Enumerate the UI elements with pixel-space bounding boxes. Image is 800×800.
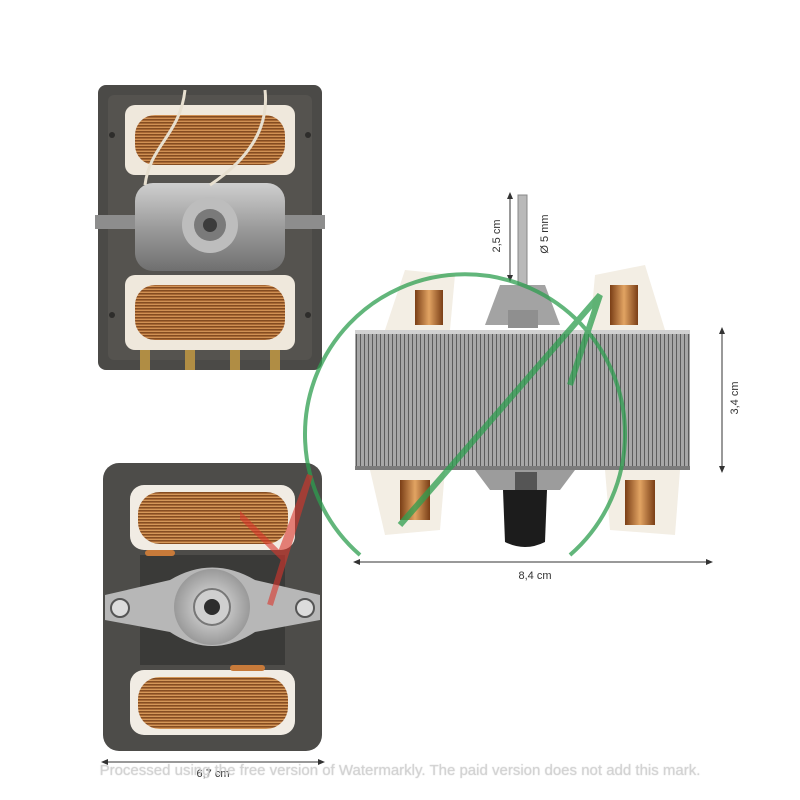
dimension-line-width [101,759,325,765]
width-label: 6,7 cm [196,768,230,780]
motor-front-view [103,463,322,751]
dimension-line-length [353,559,713,565]
length-label: 8,4 cm [518,570,552,582]
motor-top-view [95,85,325,370]
motor-side-view [355,194,690,547]
dimension-line-height [719,327,725,473]
company-watermark-logo [240,272,627,606]
watermark-notice: Processed using the free version of Wate… [99,762,701,779]
height-label: 3,4 cm [729,381,741,415]
dimension-line-shaft-length [507,192,513,282]
